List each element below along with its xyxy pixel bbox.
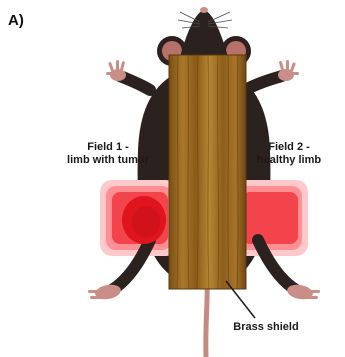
field-2-callout: Field 2 - healthy limb <box>244 141 334 167</box>
brass-shield-label: Brass shield <box>200 321 332 334</box>
field-2-title: Field 2 - <box>244 141 334 154</box>
field-1-callout: Field 1 - limb with tumor <box>56 141 160 167</box>
field-2-subtitle: healthy limb <box>244 154 334 167</box>
mouse-right-paw <box>278 60 299 81</box>
mouse-right-arm <box>245 76 282 90</box>
field-1-title: Field 1 - <box>56 141 160 154</box>
mouse-tail <box>206 282 207 356</box>
panel-label: A) <box>8 12 24 29</box>
mouse-left-paw <box>106 60 126 81</box>
brass-shield <box>169 55 246 289</box>
field-1-subtitle: limb with tumor <box>56 154 160 167</box>
